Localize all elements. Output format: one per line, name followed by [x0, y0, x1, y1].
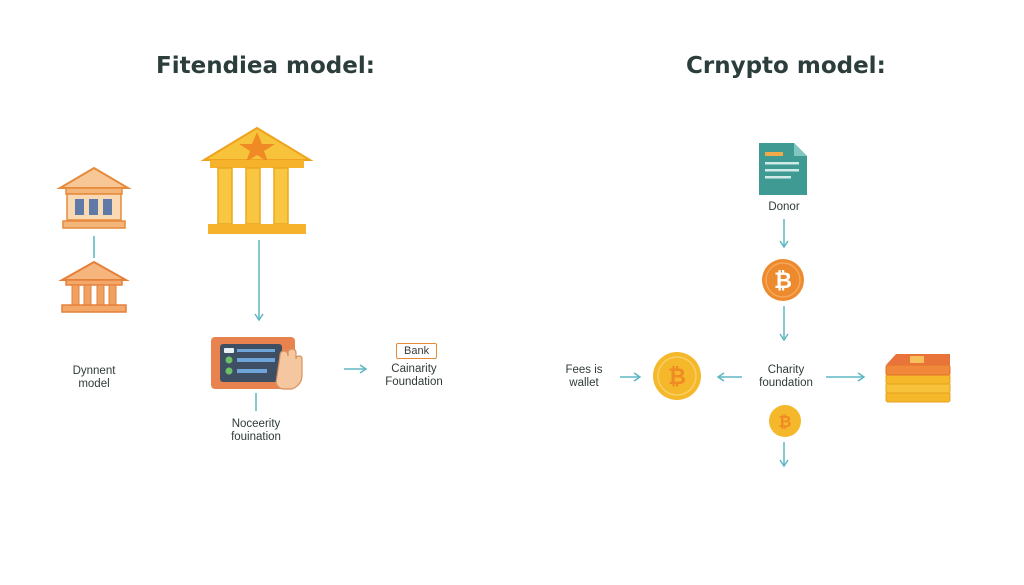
bitcoin-coin-icon: ₿	[652, 351, 702, 401]
arrow-right	[620, 372, 642, 382]
label-line: Cainarity	[391, 363, 437, 375]
arrow-right	[826, 372, 866, 382]
label-line: Fees is	[565, 364, 603, 376]
bank-building-icon	[56, 166, 132, 229]
label-line: fouination	[231, 431, 281, 443]
label-line: wallet	[569, 377, 599, 389]
arrow-down	[779, 306, 789, 342]
label-line: Dynnent	[72, 365, 116, 377]
arrow-left	[716, 372, 742, 382]
bank-building-icon	[200, 126, 314, 234]
arrow-down	[779, 219, 789, 249]
arrow-right	[344, 364, 368, 374]
arrow-down	[779, 442, 789, 468]
label-line: Noceerity	[231, 418, 281, 430]
cainarity-foundation-label: Cainarity Foundation	[372, 363, 456, 389]
document-icon	[759, 143, 807, 195]
connector-line	[255, 393, 257, 411]
charity-foundation-label: Charity foundation	[744, 364, 828, 390]
crypto-model-title: Crnypto model:	[686, 53, 886, 79]
fees-wallet-label: Fees is wallet	[552, 364, 616, 390]
payment-terminal-icon	[211, 337, 303, 390]
coin-stack-icon	[885, 354, 951, 403]
dynnent-model-label: Dynnent model	[56, 365, 132, 391]
label-line: Charity	[767, 364, 805, 376]
connector-line	[93, 236, 95, 258]
label-line: Foundation	[385, 376, 443, 388]
bitcoin-symbol: ₿	[668, 365, 686, 390]
bitcoin-symbol: ₿	[774, 269, 792, 294]
traditional-model-title: Fitendiea model:	[156, 53, 375, 79]
bank-building-icon	[58, 260, 130, 313]
noceerity-foundation-label: Noceerity fouination	[210, 418, 302, 444]
bank-tag: Bank	[396, 343, 438, 359]
arrow-down	[254, 240, 264, 322]
donor-label: Donor	[768, 201, 800, 213]
bitcoin-symbol: ₿	[778, 412, 791, 431]
label-line: foundation	[759, 377, 813, 389]
bitcoin-coin-icon: ₿	[768, 404, 802, 438]
bitcoin-coin-icon: ₿	[761, 258, 805, 302]
label-line: model	[78, 378, 110, 390]
